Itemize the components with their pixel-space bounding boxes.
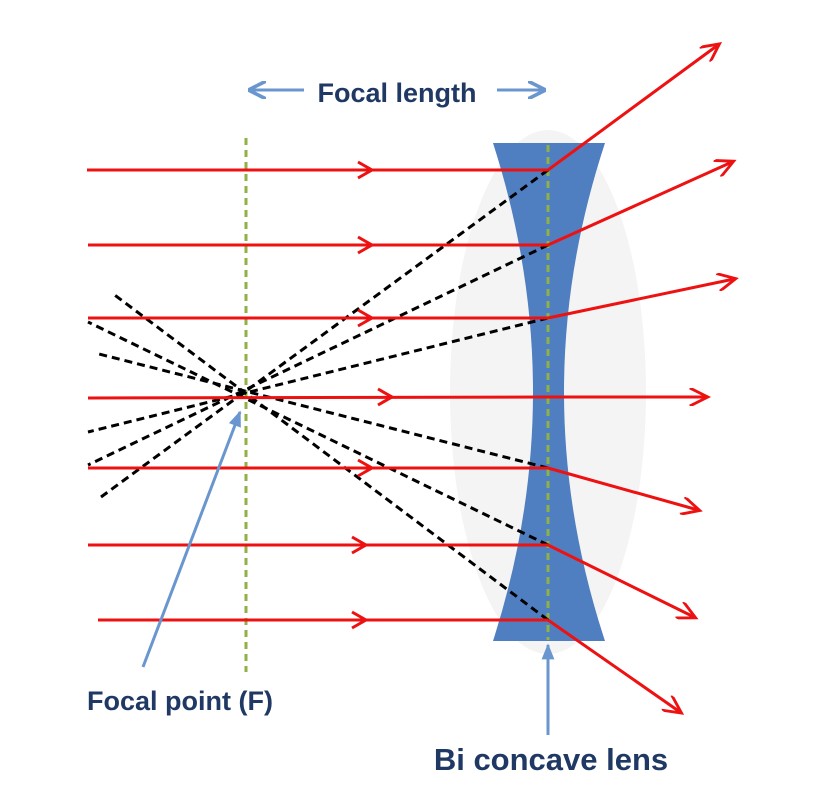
refracted-ray-5 xyxy=(547,466,698,510)
lens-label: Bi concave lens xyxy=(434,742,668,777)
ray-arrow-4 xyxy=(377,387,396,407)
focal-point-label: Focal point (F) xyxy=(87,686,273,716)
extension-line-1 xyxy=(100,168,549,499)
extension-line-5 xyxy=(87,320,549,547)
refracted-ray-7 xyxy=(547,618,680,712)
incident-rays xyxy=(87,168,549,622)
refracted-ray-2 xyxy=(547,162,732,247)
ray-arrow-2 xyxy=(357,235,376,255)
incident-ray-4 xyxy=(87,395,549,400)
extension-line-2 xyxy=(87,243,549,467)
virtual-ray-extensions xyxy=(87,168,549,622)
refracted-rays xyxy=(547,45,734,712)
refracted-ray-6 xyxy=(547,543,694,617)
ray-arrow-7 xyxy=(351,610,370,630)
ray-arrow-5 xyxy=(357,458,376,478)
refracted-ray-1 xyxy=(547,45,718,172)
ray-arrow-3 xyxy=(357,308,376,328)
ray-direction-marks xyxy=(351,160,396,630)
ray-arrow-1 xyxy=(357,160,376,180)
focal-point-pointer xyxy=(141,410,242,668)
refracted-ray-3 xyxy=(547,279,734,320)
focal-length-label: Focal length xyxy=(317,78,476,108)
ray-arrow-6 xyxy=(351,535,370,555)
extension-line-3 xyxy=(87,316,549,434)
